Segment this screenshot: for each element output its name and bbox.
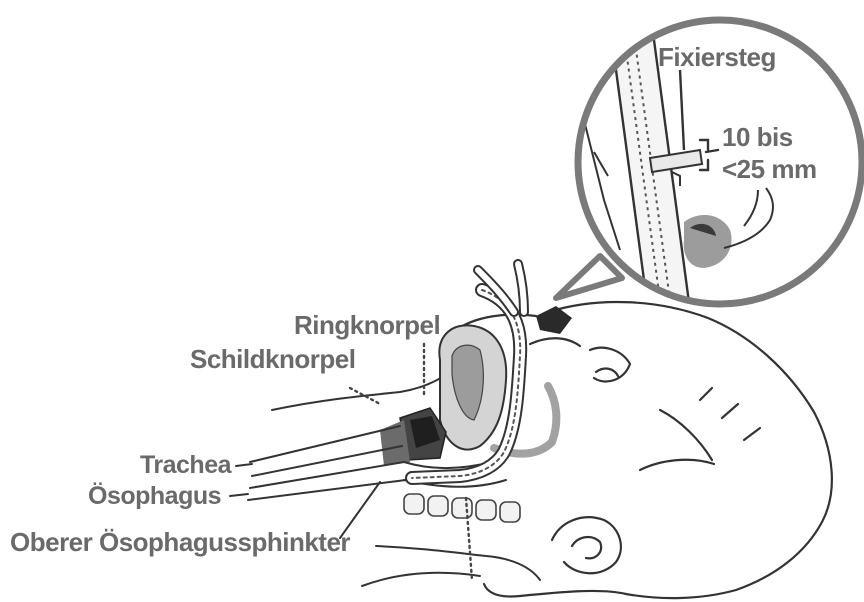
label-ringknorpel: Ringknorpel: [294, 312, 440, 338]
label-oberer-oesophagussphinkter: Oberer Ösophagussphinkter: [10, 529, 350, 555]
magnifier-pointer: [556, 256, 622, 298]
label-oesophagus: Ösophagus: [88, 484, 221, 509]
label-distance-line1: 10 bis: [722, 124, 793, 150]
larynx: [380, 325, 556, 466]
label-trachea: Trachea: [140, 453, 231, 478]
label-schildknorpel: Schildknorpel: [190, 346, 355, 372]
label-distance-line2: <25 mm: [722, 156, 817, 182]
label-fixiersteg: Fixiersteg: [658, 44, 776, 70]
teeth: [404, 494, 520, 522]
nostril-shading: [536, 306, 572, 334]
